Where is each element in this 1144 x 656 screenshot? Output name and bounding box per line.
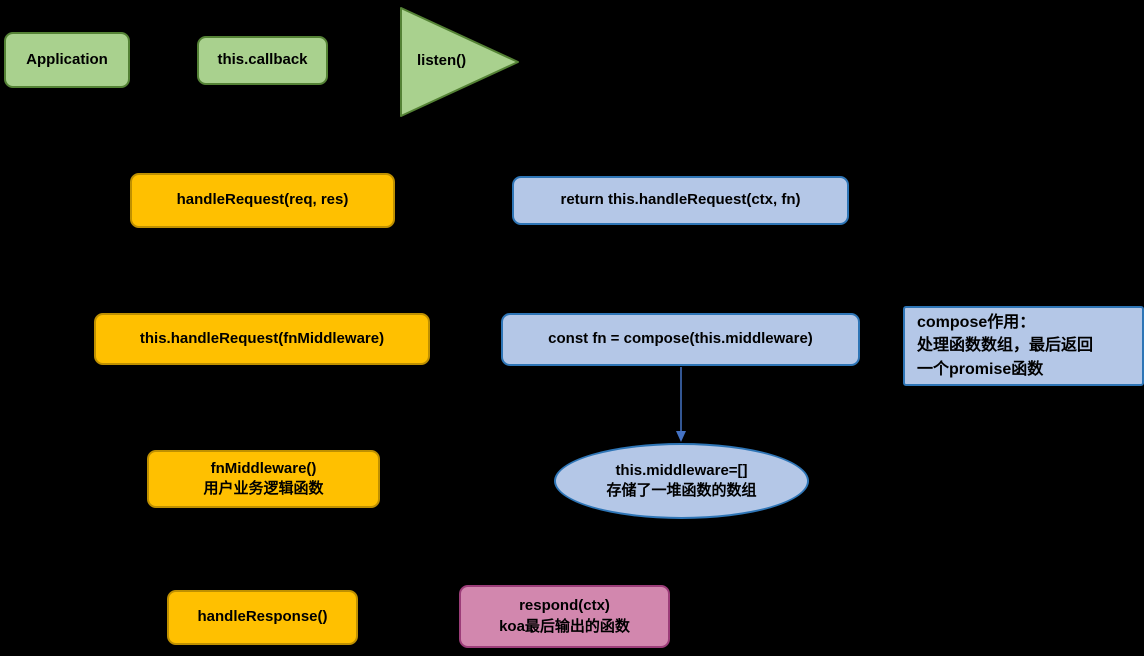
node-this-middleware: this.middleware=[] 存储了一堆函数的数组	[554, 443, 809, 519]
this-middleware-line2: 存储了一堆函数的数组	[606, 482, 757, 499]
listen-triangle	[400, 7, 519, 117]
node-handle-request: handleRequest(req, res)	[130, 173, 395, 228]
node-compose-note: compose作用： 处理函数数组，最后返回 一个promise函数	[903, 306, 1144, 386]
node-return-handle-request: return this.handleRequest(ctx, fn)	[512, 176, 849, 225]
fn-middleware-line1: fnMiddleware()	[210, 459, 317, 477]
fn-middleware-line2: 用户业务逻辑函数	[203, 480, 324, 497]
node-this-callback-label: this.callback	[217, 51, 308, 69]
node-this-handle-request-label: this.handleRequest(fnMiddleware)	[139, 329, 385, 347]
node-return-handle-request-label: return this.handleRequest(ctx, fn)	[560, 191, 801, 209]
node-handle-response-label: handleResponse()	[197, 608, 328, 626]
node-this-callback: this.callback	[197, 36, 328, 85]
this-middleware-line1: this.middleware=[]	[615, 461, 748, 479]
node-compose-fn: const fn = compose(this.middleware)	[501, 313, 860, 366]
node-handle-response: handleResponse()	[167, 590, 358, 645]
node-application-label: Application	[26, 50, 108, 68]
node-handle-request-label: handleRequest(req, res)	[176, 191, 349, 209]
node-compose-fn-label: const fn = compose(this.middleware)	[548, 330, 813, 348]
compose-note-line2: 处理函数数组，最后返回	[917, 337, 1094, 355]
compose-note-line1: compose作用：	[917, 314, 1036, 332]
node-listen-label: listen()	[417, 52, 467, 69]
respond-line2: koa最后输出的函数	[499, 617, 630, 635]
node-this-handle-request: this.handleRequest(fnMiddleware)	[94, 313, 430, 365]
node-application: Application	[4, 32, 130, 88]
node-respond: respond(ctx) koa最后输出的函数	[459, 585, 670, 648]
node-fn-middleware: fnMiddleware() 用户业务逻辑函数	[147, 450, 380, 508]
respond-line1: respond(ctx)	[519, 597, 610, 615]
compose-note-line3: 一个promise函数	[917, 360, 1044, 378]
compose-to-middleware-arrow	[676, 367, 686, 442]
